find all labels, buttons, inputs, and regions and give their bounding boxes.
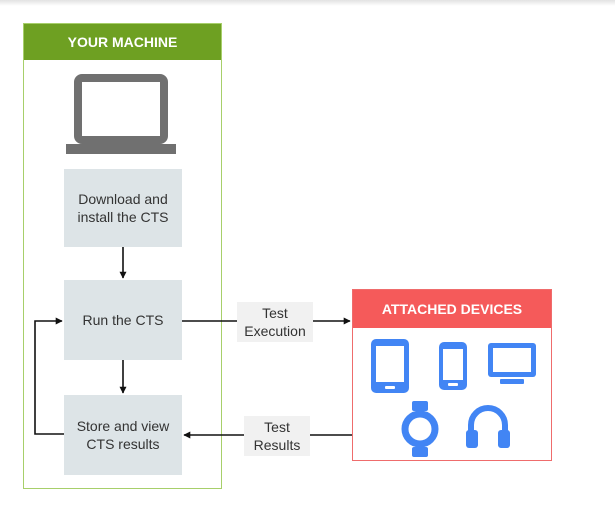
step-download-line-2: install the CTS: [77, 209, 169, 225]
step-store-line-2: CTS results: [86, 436, 160, 452]
step-store-line-1: Store and view: [76, 418, 170, 434]
tablet-icon: [371, 339, 409, 393]
step-download-install: Download and install the CTS: [64, 169, 182, 247]
monitor-icon: [488, 343, 536, 384]
attached-devices-title: ATTACHED DEVICES: [381, 301, 523, 317]
your-machine-header: YOUR MACHINE: [24, 24, 221, 60]
attached-devices-header: ATTACHED DEVICES: [353, 290, 551, 328]
your-machine-title: YOUR MACHINE: [67, 34, 178, 50]
arrow-store-loop-to-run: [34, 317, 64, 435]
top-shadow-bar: [0, 0, 615, 6]
headphones-icon: [466, 405, 510, 448]
edge-results-line-2: Results: [253, 437, 301, 453]
step-run-label: Run the CTS: [82, 312, 164, 328]
edge-label-test-execution: Test Execution: [237, 302, 313, 342]
edge-execution-line-2: Execution: [244, 323, 306, 339]
edge-execution-line-1: Test: [262, 305, 288, 321]
step-store-view-results: Store and view CTS results: [64, 395, 182, 475]
step-download-line-1: Download and: [78, 191, 168, 207]
phone-icon: [439, 342, 467, 390]
step-run-cts: Run the CTS: [64, 280, 182, 360]
edge-results-line-1: Test: [264, 419, 290, 435]
watch-icon: [401, 401, 439, 457]
laptop-icon: [66, 74, 176, 154]
edge-label-test-results: Test Results: [244, 416, 310, 456]
